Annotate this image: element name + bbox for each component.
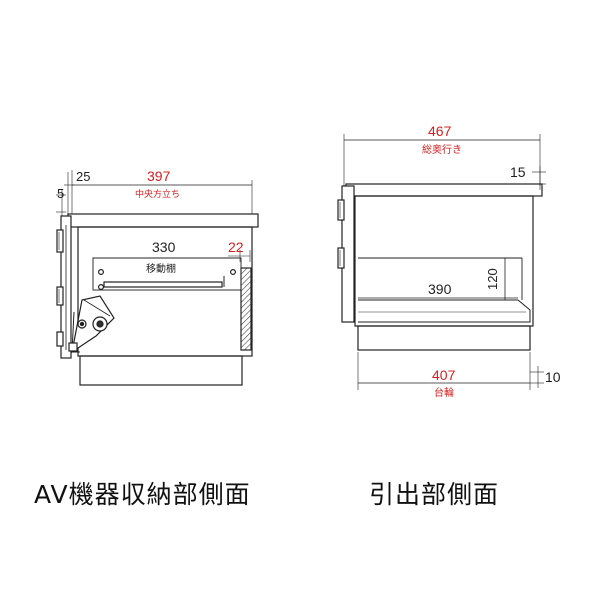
dim-total-depth-label: 総奥行き [422, 143, 462, 156]
drawer-top-board [345, 183, 543, 197]
hinge-mechanism [68, 295, 115, 354]
dim-drawer-depth: 390 [428, 281, 452, 297]
caption-av-storage-side: AV機器収納部側面 [34, 480, 251, 509]
dim-base-depth: 407 [432, 367, 456, 383]
dim-top-offset: 25 [76, 169, 90, 184]
dim-total-depth: 467 [428, 123, 452, 139]
dim-center-label: 中央方立ち [135, 188, 180, 199]
movable-shelf [92, 257, 242, 291]
dim-shelf-width: 330 [152, 239, 176, 255]
back-panel-hatch [240, 267, 252, 351]
drawer-cabinet-body [354, 195, 534, 327]
drawer-box [358, 257, 531, 323]
dim-drawer-height: 120 [485, 268, 500, 290]
dim-side-offset: 5 [57, 186, 64, 201]
dim-base-label: 台輪 [434, 386, 454, 399]
caption-drawer-side: 引出部側面 [369, 480, 500, 509]
top-board [67, 213, 259, 228]
av-storage-side-view [56, 170, 259, 386]
dim-top-offset-right: 15 [510, 164, 526, 180]
dim-gap: 22 [228, 239, 244, 255]
dim-center-width: 397 [147, 168, 171, 184]
cabinet-plinth [79, 355, 243, 386]
dim-base-height: 10 [545, 369, 561, 385]
dim-shelf-label: 移動棚 [146, 262, 176, 275]
drawer-side-view [337, 134, 546, 390]
drawer-plinth [357, 325, 531, 351]
